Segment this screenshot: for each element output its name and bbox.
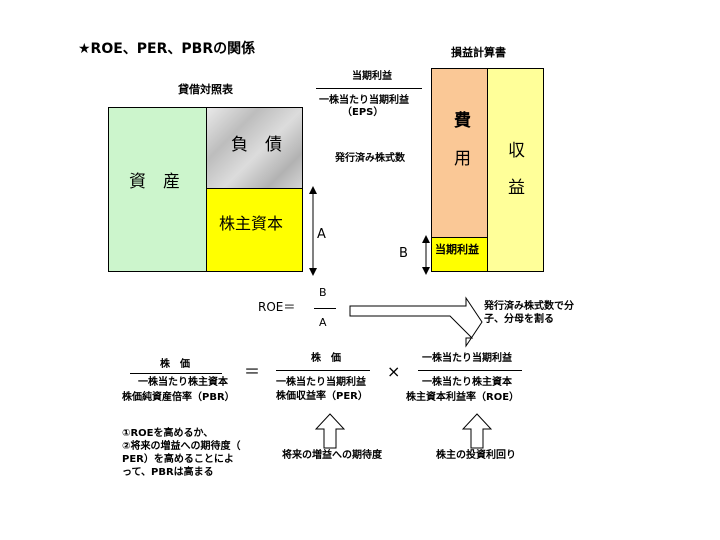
eps-shares: 発行済み株式数 — [335, 153, 405, 164]
label-a: A — [317, 227, 326, 242]
liabilities-label: 負 債 — [231, 135, 282, 155]
expenses-box: 費 用 — [431, 68, 488, 238]
a-dimension-arrow — [309, 186, 317, 276]
label-b: B — [399, 246, 408, 261]
liabilities-box: 負 債 — [206, 107, 303, 189]
per-numerator: 株 価 — [311, 353, 341, 364]
equity-box: 株主資本 — [206, 188, 303, 272]
roe-term-name: 株主資本利益率（ROE） — [406, 392, 520, 403]
roe-term-denominator: 一株当たり株主資本 — [422, 377, 512, 388]
eps-denominator: 一株当たり当期利益 — [319, 95, 409, 106]
revenue-box: 収 益 — [487, 68, 544, 272]
balance-sheet-heading: 貸借対照表 — [178, 83, 233, 96]
assets-box: 資 産 — [108, 107, 207, 272]
revenue-label-1: 収 — [508, 141, 525, 161]
per-name: 株価収益率（PER） — [276, 391, 368, 402]
roe-numerator: B — [319, 286, 327, 299]
roe-note-line1: 発行済み株式数で分 — [484, 301, 574, 312]
per-note: 将来の増益への期待度 — [282, 450, 382, 461]
income-statement-heading: 損益計算書 — [451, 46, 506, 59]
bent-arrow — [349, 296, 483, 348]
pbr-numerator: 株 価 — [160, 359, 190, 370]
roe-term-fraction-line — [418, 370, 522, 371]
roe-note-line2: 子、分母を割る — [484, 314, 554, 325]
eps-label: （EPS） — [342, 107, 384, 118]
pbr-name: 株価純資産倍率（PBR） — [122, 392, 235, 403]
eps-fraction-line — [316, 88, 422, 89]
equity-label: 株主資本 — [219, 214, 284, 233]
roe-term-numerator: 一株当たり当期利益 — [422, 353, 512, 364]
b-dimension-arrow — [422, 235, 430, 275]
per-denominator: 一株当たり当期利益 — [276, 377, 366, 388]
times-sign: × — [387, 362, 401, 381]
equals-sign: ＝ — [244, 362, 261, 381]
pbr-note-line3: PER）を高めることによ — [122, 454, 234, 465]
expenses-label-2: 用 — [454, 149, 471, 169]
pbr-note-line4: って、PBRは高まる — [122, 467, 214, 478]
per-up-arrow — [315, 413, 345, 449]
per-fraction-line — [276, 370, 370, 371]
net-income-label: 当期利益 — [435, 243, 479, 256]
roe-fraction-line — [314, 308, 336, 309]
revenue-label-2: 益 — [508, 178, 525, 198]
assets-label: 資 産 — [129, 172, 180, 192]
expenses-label-1: 費 — [454, 111, 471, 131]
eps-numerator: 当期利益 — [352, 71, 392, 82]
pbr-note-line1: ①ROEを高めるか、 — [122, 428, 214, 439]
pbr-fraction-line — [130, 373, 222, 374]
pbr-note-line2: ②将来の増益への期待度（ — [122, 441, 241, 452]
roe-note: 株主の投資利回り — [436, 450, 516, 461]
roe-denominator: A — [319, 316, 327, 329]
roe-up-arrow — [462, 413, 492, 449]
page-title: ★ROE、PER、PBRの関係 — [78, 41, 256, 57]
roe-lhs: ROE＝ — [258, 300, 296, 314]
net-income-box: 当期利益 — [431, 237, 488, 272]
pbr-denominator: 一株当たり株主資本 — [138, 377, 228, 388]
